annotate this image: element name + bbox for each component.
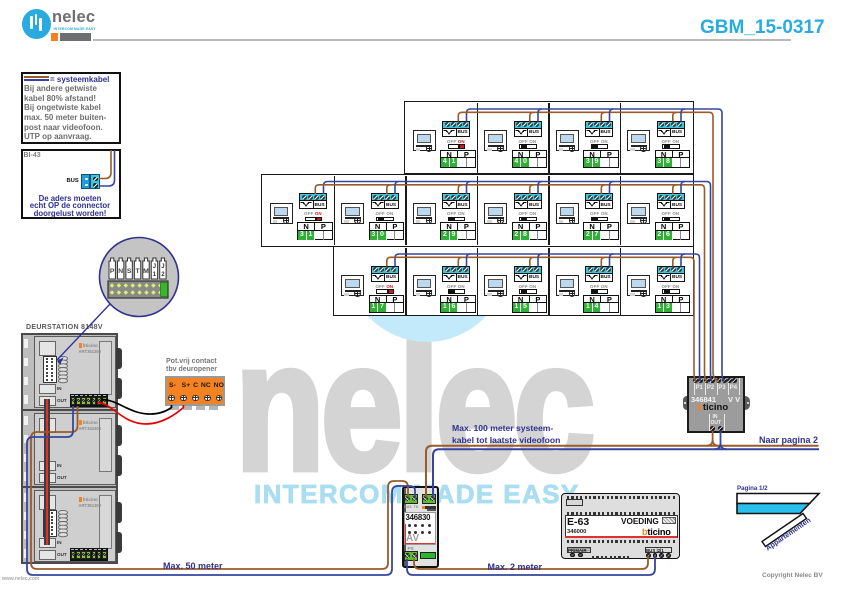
svg-text:M: M xyxy=(143,268,149,275)
svg-text:P: P xyxy=(110,268,115,275)
svg-text:J: J xyxy=(161,264,164,270)
svg-text:N: N xyxy=(118,268,123,275)
svg-text:Appartementen: Appartementen xyxy=(764,515,813,552)
svg-text:J: J xyxy=(153,264,156,270)
svg-text:T: T xyxy=(135,268,140,275)
svg-text:S: S xyxy=(127,268,132,275)
svg-text:1: 1 xyxy=(153,272,157,278)
svg-text:2: 2 xyxy=(161,272,165,278)
svg-text:Pagina 1/2: Pagina 1/2 xyxy=(737,485,768,492)
